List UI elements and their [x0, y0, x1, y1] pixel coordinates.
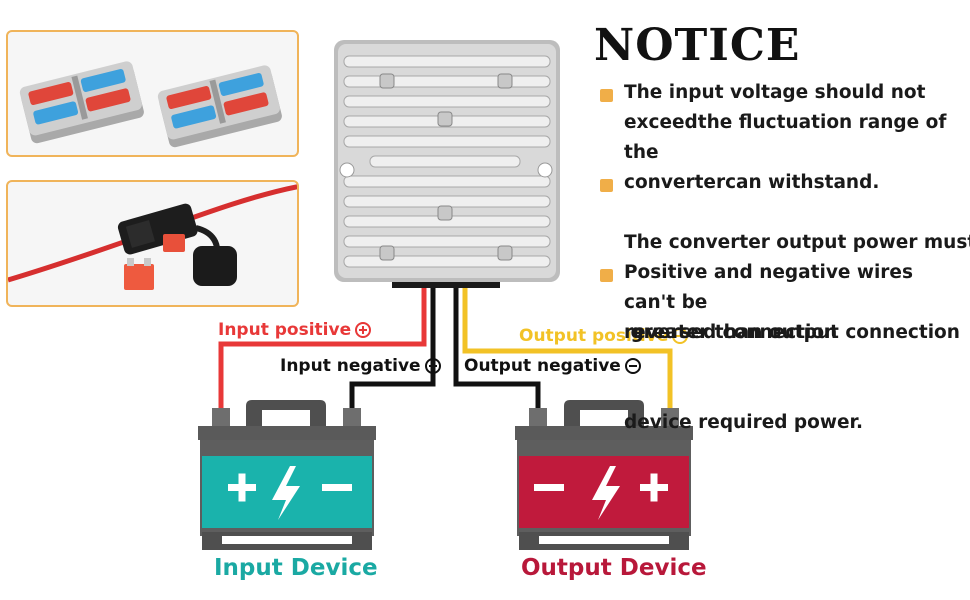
output-battery — [515, 400, 693, 550]
output-negative-wire — [453, 285, 541, 418]
dc-converter-module — [334, 40, 560, 288]
minus-icon — [424, 358, 441, 374]
bullet-icon — [600, 179, 613, 192]
input-positive-label: Input positive — [218, 320, 372, 340]
notice-item-1: The input voltage should not exceedthe f… — [624, 82, 947, 193]
input-negative-wire — [349, 285, 436, 418]
output-device-label: Output Device — [521, 555, 707, 581]
bullet-icon — [600, 89, 613, 102]
notice-item-2: The converter output power must be great… — [624, 232, 970, 433]
input-device-label: Input Device — [214, 555, 378, 581]
output-positive-wire — [462, 285, 673, 418]
inline-fuse-holder-image — [8, 184, 297, 290]
plus-icon — [355, 322, 372, 338]
lever-connector-image — [19, 61, 282, 148]
output-negative-label: Output negative — [464, 356, 641, 376]
input-negative-label: Input negative — [280, 356, 441, 376]
output-positive-label: Output positive — [519, 326, 689, 346]
connector-photo-panel — [6, 30, 299, 157]
bullet-icon — [600, 269, 613, 282]
minus-icon — [672, 328, 689, 344]
minus-icon — [624, 358, 641, 374]
fuse-holder-photo-panel — [6, 180, 299, 307]
notice-item-3: Positive and negative wires can't be rev… — [624, 262, 913, 343]
notice-title: NOTICE — [594, 20, 801, 71]
input-positive-wire — [218, 285, 427, 418]
input-battery — [198, 400, 376, 550]
